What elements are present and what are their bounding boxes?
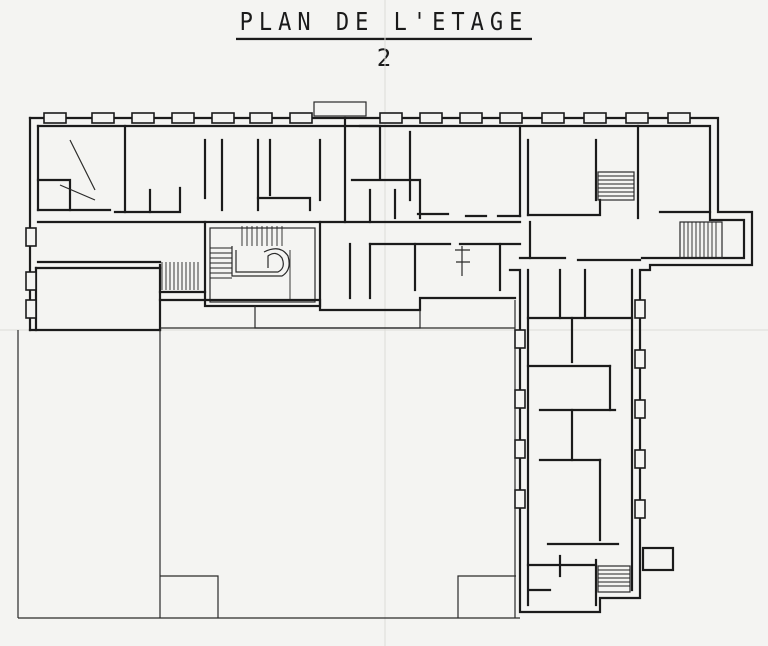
corridor-walls	[36, 220, 642, 264]
stair-handrail	[235, 250, 284, 273]
plan-title: PLAN DE L'ETAGE	[235, 8, 533, 41]
central-staircase	[203, 220, 322, 308]
north-wing-partitions	[36, 116, 712, 224]
north-entrance	[313, 101, 367, 117]
north-wing-south-rooms	[348, 242, 502, 300]
west-stair-steps	[161, 262, 199, 290]
chimney-mark	[455, 246, 470, 276]
north-facade-piers	[43, 112, 691, 124]
north-east-staircase	[597, 171, 723, 259]
exterior-walls	[28, 116, 754, 614]
floor-number: 2	[376, 44, 392, 72]
east-wing-walls	[526, 268, 634, 607]
south-east-staircase	[597, 546, 675, 593]
east-wing-piers	[514, 299, 646, 519]
courtyard-outline	[17, 300, 520, 619]
west-facade-piers	[25, 227, 37, 319]
plan-title-block: PLAN DE L'ETAGE 2	[0, 8, 768, 72]
